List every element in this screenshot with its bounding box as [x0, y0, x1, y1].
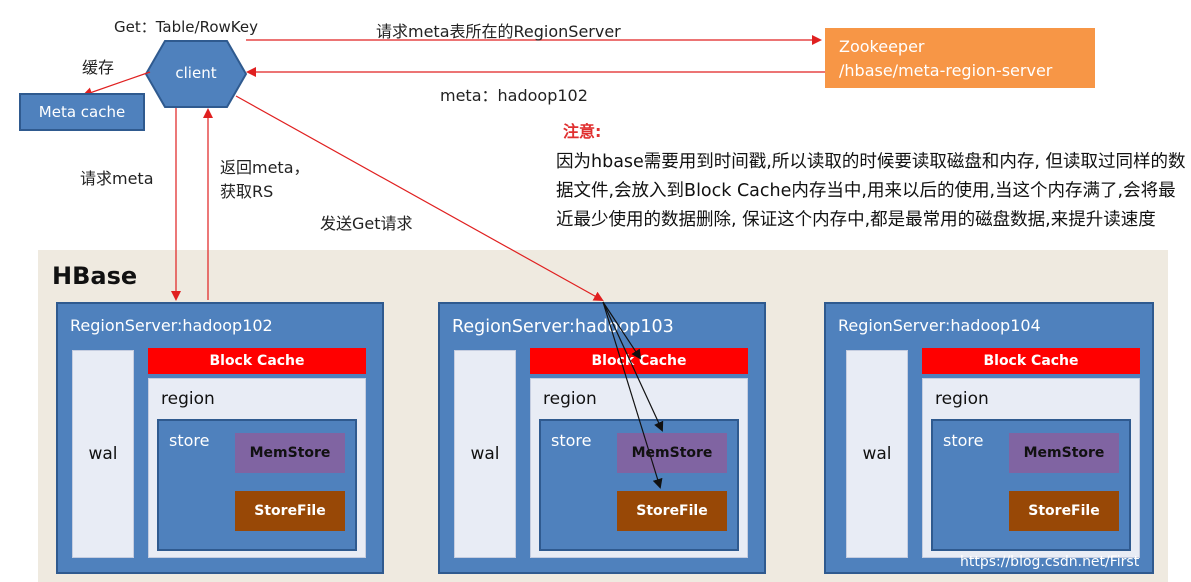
store-label: store: [943, 431, 984, 450]
zookeeper-node[interactable]: Zookeeper /hbase/meta-region-server: [825, 28, 1095, 88]
region-server-hadoop104[interactable]: RegionServer:hadoop104 wal Block Cache r…: [824, 302, 1154, 574]
label-return-meta: 返回meta， 获取RS: [220, 156, 310, 204]
wal-box: wal: [72, 350, 134, 558]
watermark: https://blog.csdn.net/First: [960, 554, 1140, 570]
meta-cache-node[interactable]: Meta cache: [19, 93, 145, 131]
arrow-to-memstore: [602, 301, 664, 432]
block-cache: Block Cache: [148, 348, 366, 374]
region-server-title: RegionServer:hadoop103: [452, 317, 674, 337]
label-request-meta-region: 请求meta表所在的RegionServer: [376, 22, 621, 41]
label-cache: 缓存: [82, 58, 115, 77]
note-body: 因为hbase需要用到时间戳,所以读取的时候要读取磁盘和内存, 但读取过同样的数…: [556, 152, 1186, 230]
storefile-box: StoreFile: [235, 491, 345, 531]
region-box: region store MemStore StoreFile: [530, 378, 748, 558]
arrow-send-get: [235, 95, 604, 301]
zookeeper-path: /hbase/meta-region-server: [839, 61, 1053, 80]
region-server-title: RegionServer:hadoop104: [838, 316, 1041, 335]
arrow-to-block-cache: [602, 301, 642, 360]
region-server-title: RegionServer:hadoop102: [70, 316, 273, 335]
arrow-to-storefile: [602, 301, 663, 489]
store-box: store MemStore StoreFile: [539, 419, 739, 551]
memstore-box: MemStore: [617, 433, 727, 473]
client-label: client: [175, 64, 217, 82]
zookeeper-title: Zookeeper: [839, 37, 925, 56]
block-cache: Block Cache: [922, 348, 1140, 374]
region-box: region store MemStore StoreFile: [922, 378, 1140, 558]
region-label: region: [935, 389, 989, 409]
store-box: store MemStore StoreFile: [157, 419, 357, 551]
label-return-meta-line1: 返回meta，: [220, 158, 310, 177]
region-server-hadoop102[interactable]: RegionServer:hadoop102 wal Block Cache r…: [56, 302, 384, 574]
arrow-client-to-meta-cache: [82, 71, 151, 98]
memstore-box: MemStore: [235, 433, 345, 473]
label-request-meta: 请求meta: [80, 169, 154, 188]
region-label: region: [161, 389, 215, 409]
hbase-title: HBase: [52, 262, 138, 290]
block-cache: Block Cache: [530, 348, 748, 374]
wal-box: wal: [846, 350, 908, 558]
storefile-box: StoreFile: [617, 491, 727, 531]
label-meta-response: meta：hadoop102: [440, 86, 588, 105]
region-label: region: [543, 389, 597, 409]
label-get-request: Get：Table/RowKey: [114, 18, 258, 36]
region-box: region store MemStore StoreFile: [148, 378, 366, 558]
store-box: store MemStore StoreFile: [931, 419, 1131, 551]
region-server-hadoop103[interactable]: RegionServer:hadoop103 wal Block Cache r…: [438, 302, 766, 574]
label-return-meta-line2: 获取RS: [220, 182, 274, 201]
memstore-box: MemStore: [1009, 433, 1119, 473]
note-title: 注意:: [563, 122, 602, 141]
wal-box: wal: [454, 350, 516, 558]
store-label: store: [551, 431, 592, 450]
storefile-box: StoreFile: [1009, 491, 1119, 531]
store-label: store: [169, 431, 210, 450]
label-send-get: 发送Get请求: [320, 214, 413, 233]
